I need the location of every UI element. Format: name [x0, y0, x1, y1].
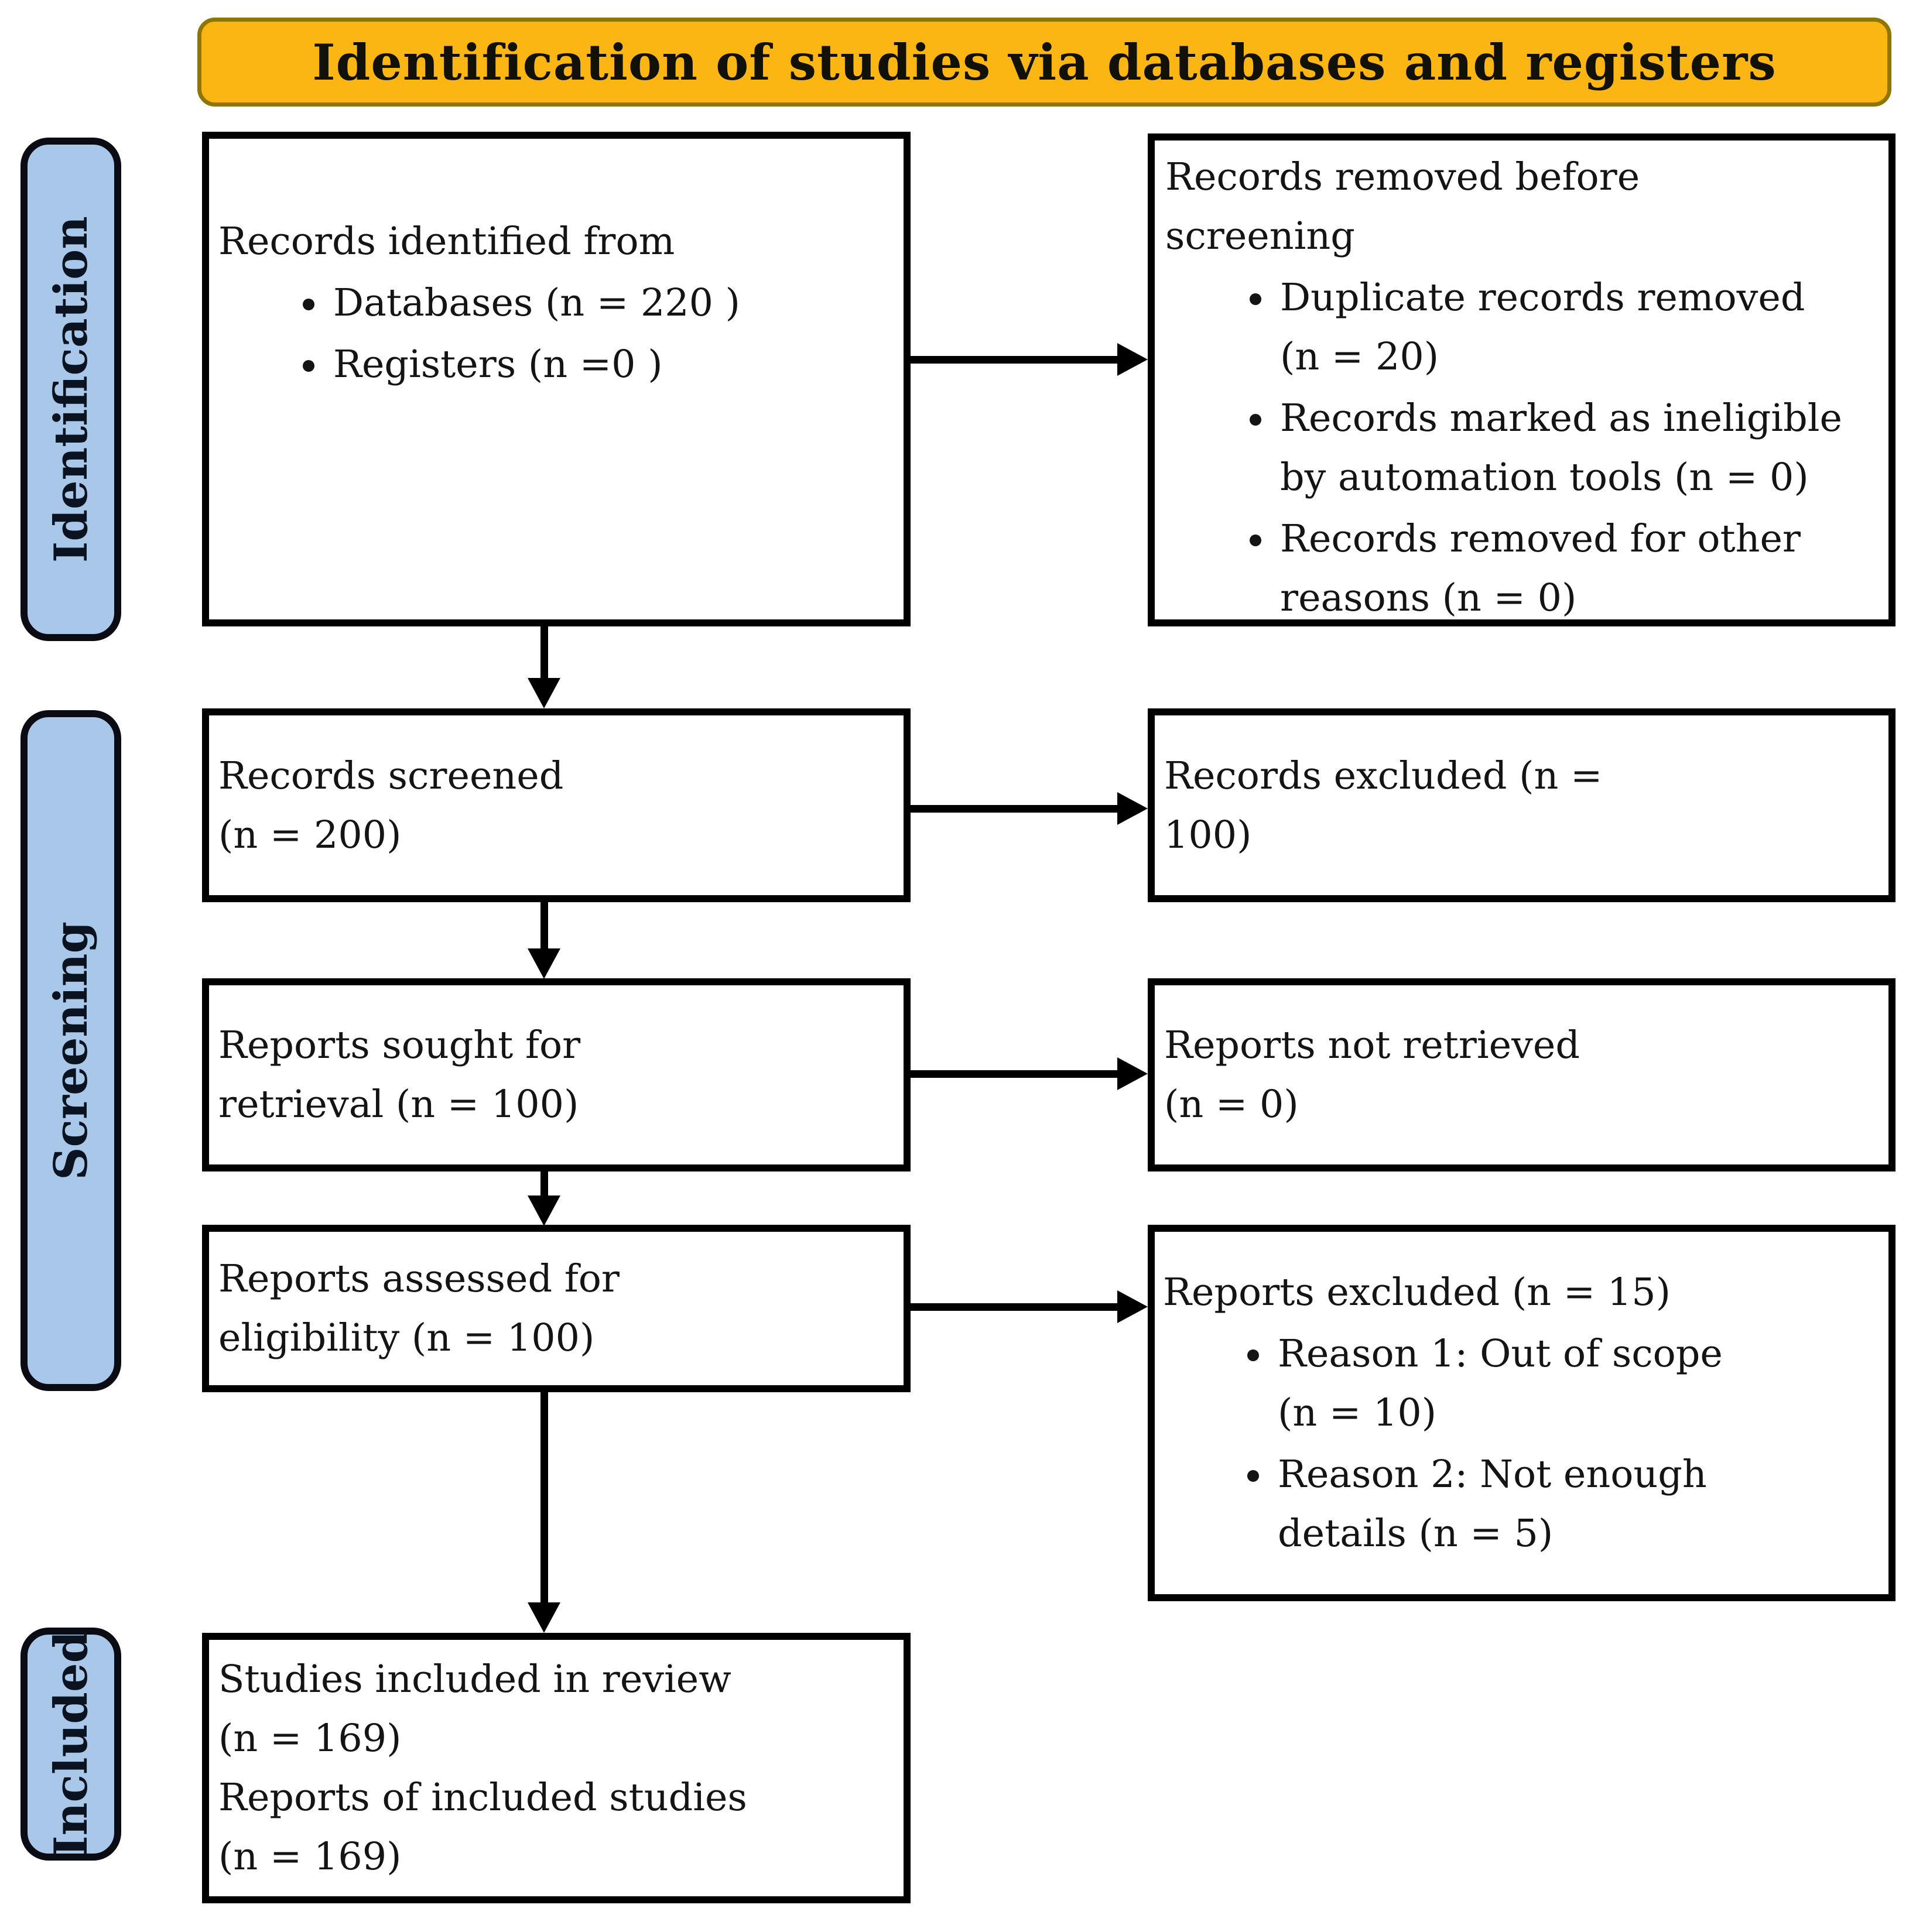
reports-sought-text: Reports sought for retrieval (n = 100): [218, 1023, 581, 1126]
bullet-other-reasons: Records removed for other reasons (n = 0…: [1277, 509, 1880, 628]
box-records-identified: Records identified from Databases (n = 2…: [202, 132, 911, 626]
stage-label-included: Included: [20, 1628, 121, 1861]
arrow-screened-to-sought-line: [540, 902, 548, 951]
arrow-identified-to-removed-head: [1117, 343, 1148, 376]
box-records-screened: Records screened (n = 200): [202, 708, 911, 902]
records-removed-intro: Records removed before screening: [1165, 155, 1640, 258]
box-records-excluded: Records excluded (n = 100): [1148, 708, 1896, 902]
records-identified-intro: Records identified from: [218, 220, 675, 263]
bullet-databases: Databases (n = 220 ): [330, 273, 893, 333]
records-identified-bullets: Databases (n = 220 ) Registers (n =0 ): [218, 273, 893, 394]
arrow-identified-to-screened-head: [528, 678, 560, 708]
arrow-sought-to-assessed-line: [540, 1171, 548, 1198]
arrow-assessed-to-reports-excluded-head: [1117, 1290, 1148, 1323]
reports-assessed-text: Reports assessed for eligibility (n = 10…: [218, 1257, 620, 1360]
bullet-reason-1: Reason 1: Out of scope (n = 10): [1274, 1324, 1881, 1443]
bullet-reason-2: Reason 2: Not enough details (n = 5): [1274, 1445, 1881, 1563]
box-reports-not-retrieved: Reports not retrieved (n = 0): [1148, 978, 1896, 1171]
box-reports-sought: Reports sought for retrieval (n = 100): [202, 978, 911, 1171]
arrow-sought-to-not-retrieved-line: [911, 1070, 1117, 1078]
box-studies-included: Studies included in review (n = 169) Rep…: [202, 1633, 911, 1903]
title-banner: Identification of studies via databases …: [197, 18, 1891, 107]
bullet-automation-tools: Records marked as ineligible by automati…: [1277, 389, 1880, 507]
reports-excluded-bullets: Reason 1: Out of scope (n = 10) Reason 2…: [1163, 1322, 1881, 1563]
box-reports-assessed: Reports assessed for eligibility (n = 10…: [202, 1225, 911, 1392]
box-records-removed-before-screening: Records removed before screening Duplica…: [1148, 133, 1896, 626]
reports-not-retrieved-text: Reports not retrieved (n = 0): [1164, 1023, 1580, 1126]
arrow-identified-to-removed-line: [911, 356, 1117, 364]
arrow-assessed-to-included-head: [528, 1602, 560, 1633]
arrow-screened-to-excluded-head: [1117, 792, 1148, 825]
stage-label-screening-text: Screening: [44, 921, 98, 1180]
page-title: Identification of studies via databases …: [312, 33, 1777, 91]
records-screened-text: Records screened (n = 200): [218, 753, 564, 857]
records-removed-bullets: Duplicate records removed (n = 20) Recor…: [1165, 268, 1880, 628]
stage-label-identification: Identification: [20, 138, 121, 641]
arrow-identified-to-screened-line: [540, 626, 548, 680]
bullet-registers: Registers (n =0 ): [330, 335, 893, 394]
stage-label-screening: Screening: [20, 710, 121, 1391]
stage-label-identification-text: Identification: [44, 215, 98, 563]
arrow-screened-to-sought-head: [528, 948, 560, 979]
bullet-duplicate-records: Duplicate records removed (n = 20): [1277, 268, 1880, 386]
arrow-sought-to-assessed-head: [528, 1195, 560, 1226]
reports-excluded-intro: Reports excluded (n = 15): [1163, 1270, 1671, 1314]
records-excluded-text: Records excluded (n = 100): [1164, 753, 1603, 857]
studies-included-text: Studies included in review (n = 169) Rep…: [218, 1657, 747, 1879]
arrow-screened-to-excluded-line: [911, 805, 1117, 813]
arrow-assessed-to-included-line: [540, 1392, 548, 1605]
box-reports-excluded: Reports excluded (n = 15) Reason 1: Out …: [1148, 1225, 1896, 1601]
arrow-assessed-to-reports-excluded-line: [911, 1303, 1117, 1311]
arrow-sought-to-not-retrieved-head: [1117, 1057, 1148, 1090]
stage-label-included-text: Included: [44, 1631, 98, 1857]
